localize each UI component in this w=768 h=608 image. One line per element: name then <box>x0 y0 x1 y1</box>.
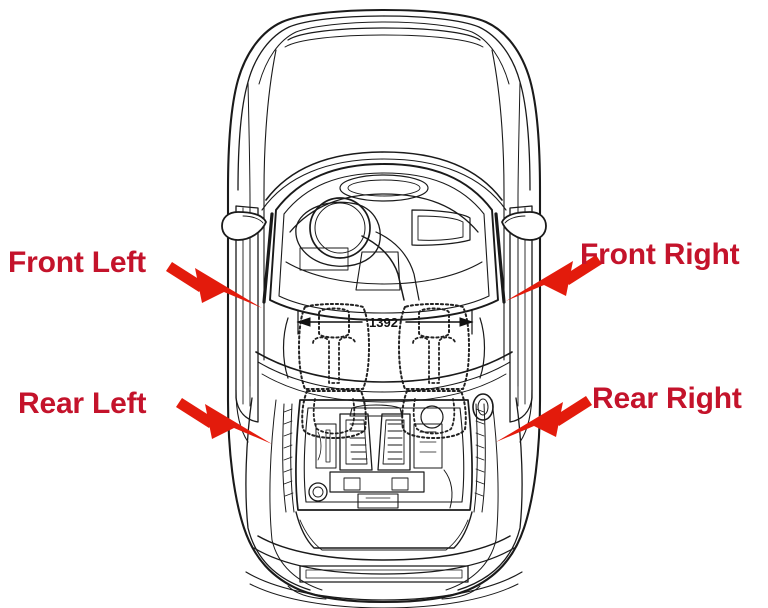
hood <box>245 393 523 591</box>
pointer-arrows <box>166 255 602 444</box>
rear-deck <box>247 27 521 387</box>
cabin-windshield <box>262 163 506 321</box>
label-rear-left: Rear Left <box>18 387 147 420</box>
arrow-front-right <box>506 255 602 301</box>
arrow-front-left <box>166 262 262 308</box>
cowl <box>255 351 513 403</box>
fuel-cap <box>472 393 494 421</box>
dashboard <box>285 174 483 301</box>
side-mirror-left <box>221 211 267 241</box>
dimension-line-1392 <box>296 309 474 335</box>
arrow-rear-left <box>176 398 272 444</box>
doors <box>221 205 547 443</box>
front-seats <box>282 303 486 439</box>
engine-bay <box>282 399 486 513</box>
body-outline <box>226 8 542 604</box>
arrow-rear-right <box>496 396 592 442</box>
side-mirror-right <box>501 211 547 241</box>
label-front-left: Front Left <box>8 246 146 279</box>
dimension-value-label: 1392 <box>369 315 398 330</box>
grille <box>299 565 469 583</box>
label-rear-right: Rear Right <box>592 382 742 415</box>
label-front-right: Front Right <box>580 238 740 271</box>
front-bumper <box>245 511 523 608</box>
